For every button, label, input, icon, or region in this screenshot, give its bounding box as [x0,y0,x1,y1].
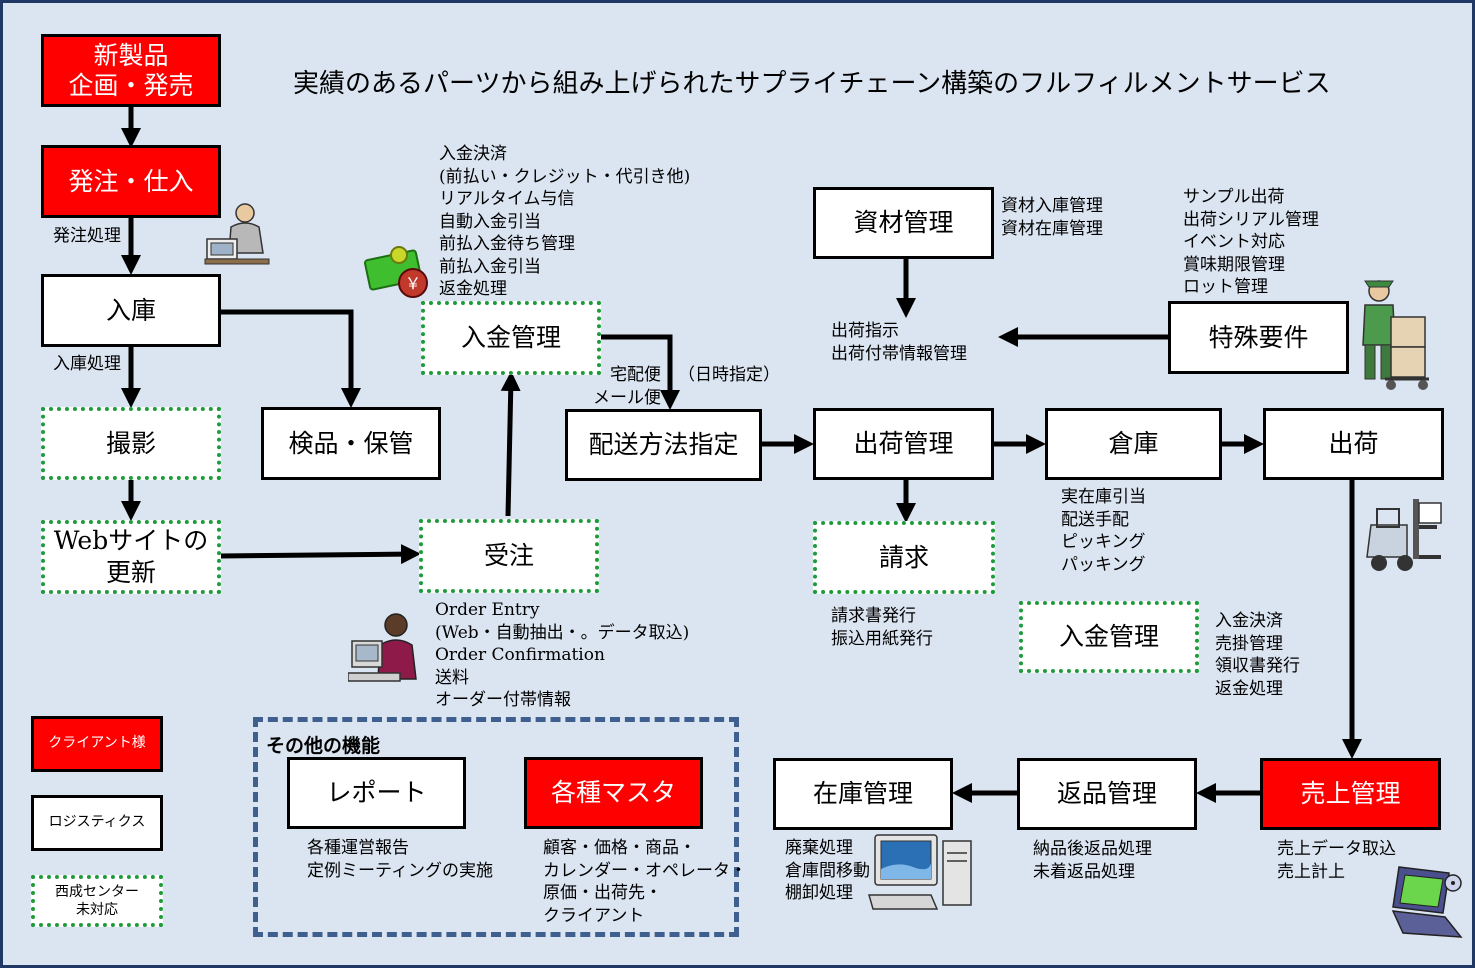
flow-arrows [121,107,1362,803]
delivery-method-box: 配送方法指定 [565,409,762,481]
arrow-receiving-to-inspection [220,309,361,409]
date-specify-label: （日時指定） [678,365,780,385]
special-box: 特殊要件 [1168,301,1349,374]
inventory-mgmt-box: 在庫管理 [773,758,953,830]
arrow-payment-to-delivery [600,334,680,411]
returns-mgmt-box: 返品管理 [1017,758,1197,830]
payment-mid-notes: 入金決済 売掛管理 領収書発行 返金処理 [1215,611,1300,699]
warehouse-box: 倉庫 [1045,408,1222,480]
order-process-label: 発注処理 [53,226,121,246]
laptop-icon [1391,866,1463,938]
legend-client: クライアント様 [31,716,163,772]
forklift-icon [1366,499,1442,571]
report-notes: 各種運営報告 定例ミーティングの実施 [307,838,493,881]
ship-instruction-label: 出荷指示 出荷付帯情報管理 [831,321,967,364]
order-purchase-box: 発注・仕入 [41,145,221,218]
masters-box: 各種マスタ [524,757,703,829]
payment-top-box: 入金管理 [421,301,601,375]
sales-mgmt-box: 売上管理 [1260,758,1441,830]
warehouse-notes: 実在庫引当 配送手配 ピッキング パッキング [1061,487,1146,575]
receiving-box: 入庫 [41,274,221,347]
svg-text:￥: ￥ [405,274,421,293]
receiving-process-label: 入庫処理 [53,354,121,374]
masters-notes: 顧客・価格・商品・ カレンダー・オペレータ・ 原価・出荷先・ クライアント [543,838,747,926]
payment-top-notes: 入金決済 (前払い・クレジット・代引き他) リアルタイム与信 自動入金引当 前払… [439,144,691,299]
billing-notes: 請求書発行 振込用紙発行 [831,606,933,649]
other-functions-label: その他の機能 [266,735,381,757]
materials-box: 資材管理 [813,187,994,259]
worker-with-boxes-icon [1362,280,1429,390]
special-notes: サンプル出荷 出荷シリアル管理 イベント対応 賞味期限管理 ロット管理 [1183,187,1319,297]
legend-center: 西成センター 未対応 [31,875,163,927]
legend-logistics: ロジスティクス [31,795,163,851]
shipping-mgmt-box: 出荷管理 [813,408,994,480]
inventory-notes: 廃棄処理 倉庫間移動 棚卸処理 [785,838,870,903]
billing-box: 請求 [813,521,995,594]
diagram-title: 実績のあるパーツから組み上げられたサプライチェーン構築のフルフィルメントサービス [293,69,1331,99]
payment-mid-box: 入金管理 [1019,601,1199,673]
desktop-computer-icon [868,834,972,910]
arrow-web-to-order-receive [219,544,421,565]
report-box: レポート [287,757,466,829]
web-update-box: Webサイトの 更新 [41,520,221,594]
yen-money-icon: ￥ [364,246,428,298]
order-notes: Order Entry (Web・自動抽出・。データ取込) Order Conf… [435,600,690,710]
shipment-box: 出荷 [1263,408,1444,480]
other-functions-group [253,717,739,937]
operator-woman-icon [348,613,417,682]
businessman-at-desk-icon [204,203,270,265]
arrow-order-to-payment [500,371,521,517]
order-receive-box: 受注 [419,519,599,593]
materials-notes: 資材入庫管理 資材在庫管理 [1001,196,1103,239]
inspection-box: 検品・保管 [261,407,441,480]
delivery-types-label: 宅配便 メール便 [593,365,661,408]
sales-notes: 売上データ取込 売上計上 [1277,839,1396,882]
returns-notes: 納品後返品処理 未着返品処理 [1033,839,1152,882]
new-product-box: 新製品 企画・発売 [41,34,221,107]
photo-box: 撮影 [41,407,221,480]
